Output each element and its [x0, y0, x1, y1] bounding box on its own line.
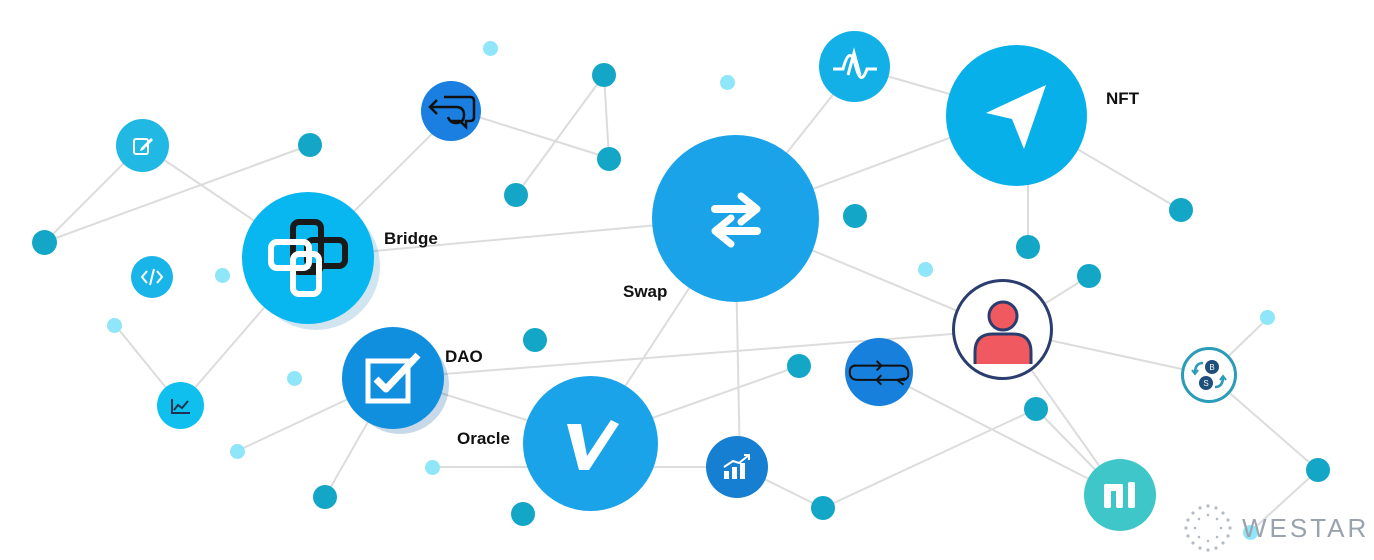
network-dot-light [107, 318, 122, 333]
m-logo-icon [1104, 482, 1135, 508]
m-logo-node[interactable] [1084, 459, 1156, 531]
network-dot [1306, 458, 1330, 482]
network-dot [511, 502, 535, 526]
network-dot-light [1243, 525, 1258, 540]
network-dot-light [230, 444, 245, 459]
swap-label: Swap [623, 282, 668, 301]
code-node[interactable] [131, 256, 173, 298]
edit-node[interactable] [116, 119, 169, 172]
line-chart-icon [170, 398, 190, 414]
exchange-node[interactable] [845, 338, 913, 406]
oracle-label: Oracle [457, 429, 510, 448]
bridge-node[interactable] [242, 192, 374, 324]
bar-chart-icon [723, 454, 750, 479]
user-node[interactable] [952, 279, 1053, 380]
bridge-label: Bridge [384, 229, 438, 248]
network-dot-light [720, 75, 735, 90]
network-dot-light [483, 41, 498, 56]
oracle-node[interactable] [523, 376, 658, 511]
brand-watermark: WESTAR [1180, 502, 1369, 554]
network-dot [313, 485, 337, 509]
dao-node[interactable] [342, 327, 444, 429]
line-chart-node[interactable] [157, 382, 204, 429]
network-dot-light [1260, 310, 1275, 325]
waveform-icon [832, 46, 877, 79]
dao-label: DAO [445, 347, 483, 366]
network-dot [298, 133, 322, 157]
paper-plane-icon [985, 84, 1046, 149]
network-dot [592, 63, 616, 87]
network-dot [811, 496, 835, 520]
coin-exchange-icon: B S [1191, 360, 1227, 390]
network-dot [523, 328, 547, 352]
network-dot [32, 230, 57, 255]
nft-label: NFT [1106, 89, 1140, 108]
brand-name: WESTAR [1242, 512, 1370, 543]
network-dot-light [918, 262, 933, 277]
network-dot [1077, 264, 1101, 288]
user-profile-icon [973, 300, 1032, 364]
network-dot [504, 183, 528, 207]
v-check-icon [566, 419, 619, 470]
network-dot [1016, 235, 1040, 259]
network-dot [843, 204, 867, 228]
waveform-node[interactable] [819, 31, 890, 102]
bar-chart-node[interactable] [706, 436, 768, 498]
exchange-loop-icon [848, 360, 910, 386]
network-dot-light [215, 268, 230, 283]
network-dot [787, 354, 811, 378]
nft-node[interactable] [946, 45, 1087, 186]
svg-text:B: B [1209, 363, 1214, 372]
westar-logo-icon [1184, 504, 1232, 552]
code-icon [140, 268, 164, 286]
network-dot [1024, 397, 1048, 421]
edit-icon [132, 137, 153, 155]
network-dot-light [287, 371, 302, 386]
network-dot [597, 147, 621, 171]
coin-exchange-node[interactable]: B S [1181, 347, 1237, 403]
swap-arrows-icon [710, 192, 761, 247]
reply-chat-icon [428, 95, 476, 131]
checkbox-icon [365, 352, 421, 404]
network-dot [1169, 198, 1193, 222]
reply-node[interactable] [421, 81, 481, 141]
swap-node[interactable] [652, 135, 819, 302]
network-dot-light [425, 460, 440, 475]
svg-text:S: S [1203, 379, 1208, 388]
bridge-link-icon [268, 219, 348, 297]
